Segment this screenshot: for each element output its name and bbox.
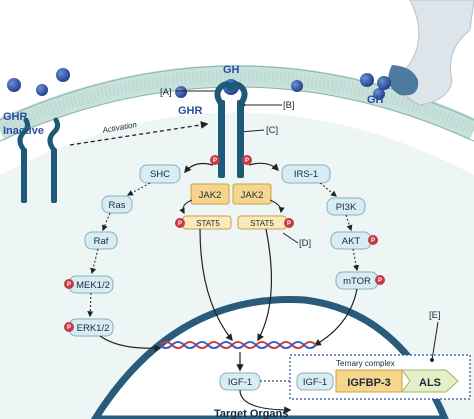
ternary-complex: Ternary complex IGF-1 IGFBP-3 ALS	[289, 354, 471, 400]
receptor-phospho-left	[210, 155, 220, 165]
right-pathway: IRS-1 PI3K AKT P mTOR P	[281, 164, 385, 346]
target-organs-label: Target Organs	[214, 408, 288, 419]
arrow-to-target	[239, 389, 292, 414]
ternary-igfbp3: IGFBP-3	[347, 377, 390, 389]
ternary-igf1: IGF-1	[303, 377, 327, 388]
tag-d-leader	[282, 232, 299, 244]
arrow-to-irs1	[248, 162, 280, 172]
tag-c: [C]	[266, 125, 278, 136]
phospho-label: P	[213, 158, 217, 164]
node-jak2-right: JAK2	[241, 190, 264, 201]
tag-b: [B]	[283, 100, 295, 111]
left-pathway: SHC Ras Raf MEK1/2 P ERK1/2 P	[64, 164, 181, 352]
tag-e-leader	[431, 321, 439, 361]
ghr-inactive-label: GHR	[3, 111, 28, 123]
arrow-to-shc	[184, 162, 214, 174]
jak-stat-pathway: JAK2 JAK2 STAT5 P STAT5 P	[175, 183, 294, 342]
phospho-label: P	[371, 238, 375, 244]
phospho-label: P	[287, 221, 291, 227]
tag-a: [A]	[160, 87, 172, 98]
node-shc: SHC	[150, 169, 170, 180]
node-mek: MEK1/2	[76, 280, 110, 291]
node-pi3k: PI3K	[336, 202, 357, 213]
node-irs1: IRS-1	[294, 169, 318, 180]
node-jak2-left: JAK2	[199, 190, 222, 201]
phospho-label: P	[67, 282, 71, 288]
dna-helix	[159, 341, 317, 349]
gh-ligand-dots	[7, 68, 385, 100]
inactive-receptor-pair	[17, 117, 61, 203]
node-stat5-right: STAT5	[250, 219, 274, 228]
node-akt: AKT	[342, 236, 361, 247]
tag-d: [D]	[299, 238, 311, 249]
node-stat5-left: STAT5	[196, 219, 220, 228]
gh-right-label: GH	[367, 94, 384, 106]
node-raf: Raf	[94, 236, 109, 247]
phospho-label: P	[67, 325, 71, 331]
phospho-label: P	[178, 221, 182, 227]
ternary-als: ALS	[419, 377, 441, 389]
activation-arrow	[69, 121, 209, 146]
tag-e: [E]	[429, 310, 441, 321]
node-igf1: IGF-1	[228, 377, 252, 388]
ternary-title: Ternary complex	[336, 359, 395, 368]
tag-e-dot	[430, 358, 434, 362]
receptor-phospho-right	[242, 155, 252, 165]
gh-receptor-binding-site	[377, 0, 474, 106]
ghr-label: GHR	[178, 105, 203, 117]
node-ras: Ras	[109, 200, 126, 211]
node-mtor: mTOR	[343, 276, 371, 287]
gh-label: GH	[223, 64, 240, 76]
phospho-label: P	[245, 158, 249, 164]
phospho-label: P	[378, 278, 382, 284]
node-erk: ERK1/2	[77, 323, 110, 334]
